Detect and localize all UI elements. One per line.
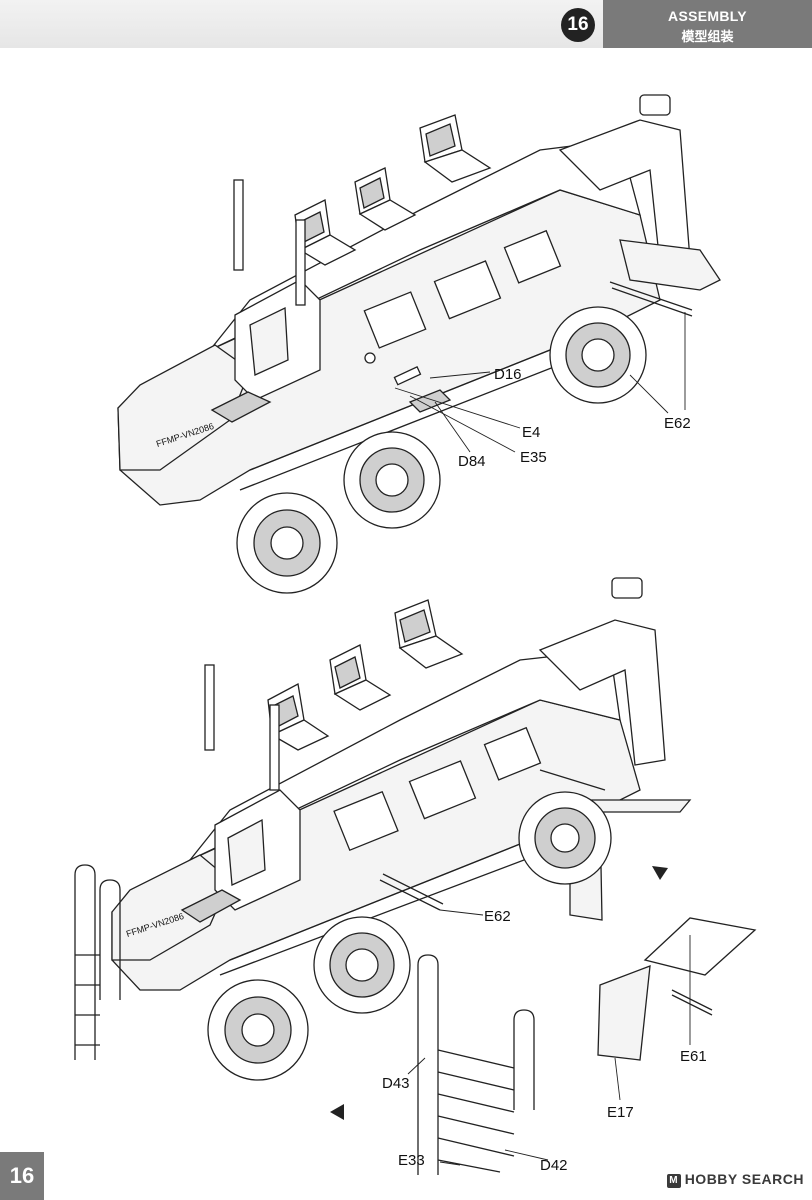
callout-e62-bottom: E62 <box>484 908 511 925</box>
step-number-badge: 16 <box>561 8 595 42</box>
callout-e35: E35 <box>520 449 547 466</box>
callout-e61: E61 <box>680 1048 707 1065</box>
bottom-vehicle-drawing <box>74 577 692 1081</box>
callout-e33: E33 <box>398 1152 425 1169</box>
exploded-mudflap-parts <box>597 866 757 1101</box>
section-title-english: ASSEMBLY <box>668 8 747 24</box>
watermark-logo-icon: M <box>666 1174 681 1188</box>
callout-e17: E17 <box>607 1104 634 1121</box>
section-title-chinese: 模型组装 <box>681 29 734 44</box>
callout-d43: D43 <box>382 1075 410 1092</box>
callout-e62-top: E62 <box>664 415 691 432</box>
top-vehicle-drawing <box>117 94 721 594</box>
callout-d16: D16 <box>494 366 522 383</box>
leader-e62-bottom <box>439 909 484 916</box>
callout-d42: D42 <box>540 1157 568 1174</box>
exploded-ladder-parts <box>330 954 549 1175</box>
section-header: ASSEMBLY 模型组装 <box>603 0 812 48</box>
callout-e4: E4 <box>522 424 541 441</box>
top-leader-lines <box>394 312 686 453</box>
page-number: 16 <box>0 1152 44 1200</box>
watermark-text: HOBBY SEARCH <box>684 1171 804 1187</box>
callout-d84: D84 <box>458 453 486 470</box>
